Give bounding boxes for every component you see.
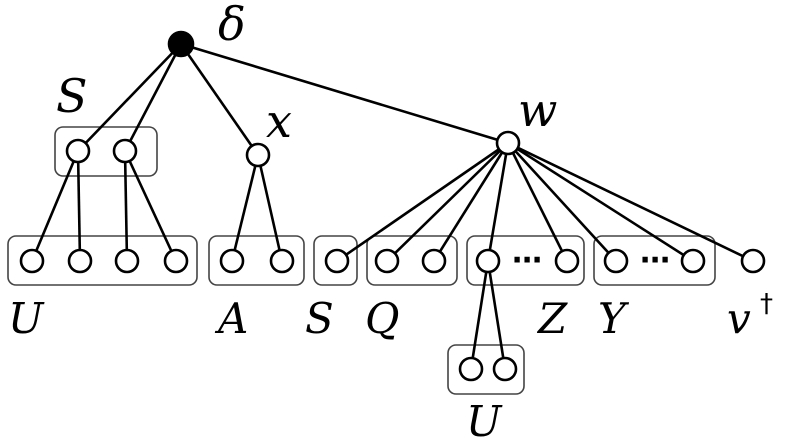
q-node-2 bbox=[421, 248, 447, 274]
label-v-dagger: † bbox=[760, 289, 773, 319]
u-left-node-1 bbox=[19, 248, 45, 274]
s-bottom-node bbox=[324, 248, 350, 274]
edge-x-a1 bbox=[230, 154, 260, 262]
edge-root-s1 bbox=[77, 43, 182, 152]
edge-w-v bbox=[507, 141, 754, 263]
label-u-bottom: U bbox=[466, 397, 503, 441]
label-s-top: S bbox=[56, 69, 88, 123]
label-a: A bbox=[214, 294, 248, 343]
edge-x-a2 bbox=[256, 154, 284, 262]
label-x: x bbox=[266, 94, 292, 148]
a-node-1 bbox=[219, 248, 245, 274]
label-y: Y bbox=[598, 294, 630, 343]
label-v: v bbox=[727, 294, 751, 343]
y-node-1 bbox=[603, 248, 629, 274]
label-z: Z bbox=[536, 294, 568, 343]
z-node-1 bbox=[475, 248, 501, 274]
u-left-node-2 bbox=[67, 248, 93, 274]
edge-z1-u2 bbox=[486, 260, 507, 370]
group-box-a bbox=[208, 235, 305, 286]
s-node-1 bbox=[65, 138, 91, 164]
z-group-ellipsis: ⋯ bbox=[512, 243, 542, 278]
edge-w-y2 bbox=[507, 141, 694, 263]
edge-w-s bbox=[336, 141, 509, 263]
edge-w-y1 bbox=[507, 142, 617, 262]
edge-z1-u1 bbox=[469, 260, 490, 370]
s-node-2 bbox=[112, 138, 138, 164]
root-node bbox=[167, 30, 195, 58]
group-box-u-bottom bbox=[447, 344, 525, 395]
u-left-node-3 bbox=[114, 248, 140, 274]
y-node-2 bbox=[680, 248, 706, 274]
q-node-1 bbox=[374, 248, 400, 274]
edge-s1-u1 bbox=[30, 150, 80, 262]
edge-s2-u4 bbox=[123, 150, 178, 262]
label-w: w bbox=[518, 83, 557, 137]
edge-w-z1 bbox=[486, 142, 510, 262]
label-u-left: U bbox=[8, 294, 45, 343]
w-node bbox=[495, 130, 521, 156]
edge-w-q1 bbox=[386, 142, 509, 262]
edge-s2-u3 bbox=[123, 150, 129, 262]
x-node bbox=[245, 142, 271, 168]
label-delta: δ bbox=[218, 0, 246, 51]
edge-w-q2 bbox=[432, 142, 510, 262]
u-bottom-node-2 bbox=[492, 356, 518, 382]
label-s-bottom: S bbox=[305, 294, 334, 343]
edge-w-z2 bbox=[506, 142, 569, 262]
edge-root-s2 bbox=[123, 43, 183, 152]
a-node-2 bbox=[269, 248, 295, 274]
edge-root-w bbox=[180, 42, 509, 145]
y-group-ellipsis: ⋯ bbox=[640, 243, 670, 278]
group-box-z bbox=[466, 235, 585, 286]
u-bottom-node-1 bbox=[458, 356, 484, 382]
edge-root-x bbox=[179, 43, 260, 156]
edge-s1-u2 bbox=[76, 150, 82, 262]
group-box-s-bottom bbox=[313, 235, 358, 286]
group-box-s bbox=[54, 126, 158, 177]
z-node-2 bbox=[554, 248, 580, 274]
label-q: Q bbox=[365, 294, 399, 343]
group-box-u-left bbox=[7, 235, 198, 286]
u-left-node-4 bbox=[163, 248, 189, 274]
v-node bbox=[740, 248, 766, 274]
